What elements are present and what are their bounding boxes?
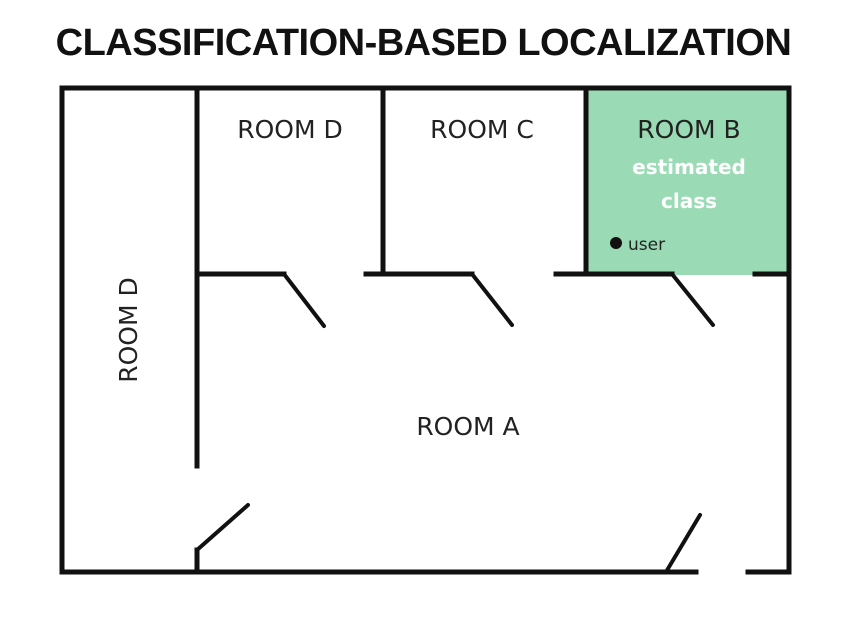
room-d-top-label: ROOM D <box>237 115 343 144</box>
room-a-label: ROOM A <box>416 412 519 441</box>
door-exit <box>664 513 702 574</box>
door-room-c <box>470 272 514 327</box>
room-d-left-label: ROOM D <box>114 277 143 383</box>
door-left-room-d <box>195 503 250 552</box>
user-label: user <box>628 235 665 255</box>
room-b-label: ROOM B <box>637 115 740 144</box>
estimated-label: estimated <box>632 155 746 179</box>
room-c-label: ROOM C <box>430 115 534 144</box>
diagram-title: CLASSIFICATION-BASED LOCALIZATION <box>55 22 792 64</box>
class-label: class <box>661 189 717 213</box>
door-room-d <box>282 272 326 328</box>
door-room-b <box>670 272 715 327</box>
user-dot-icon <box>610 237 622 249</box>
